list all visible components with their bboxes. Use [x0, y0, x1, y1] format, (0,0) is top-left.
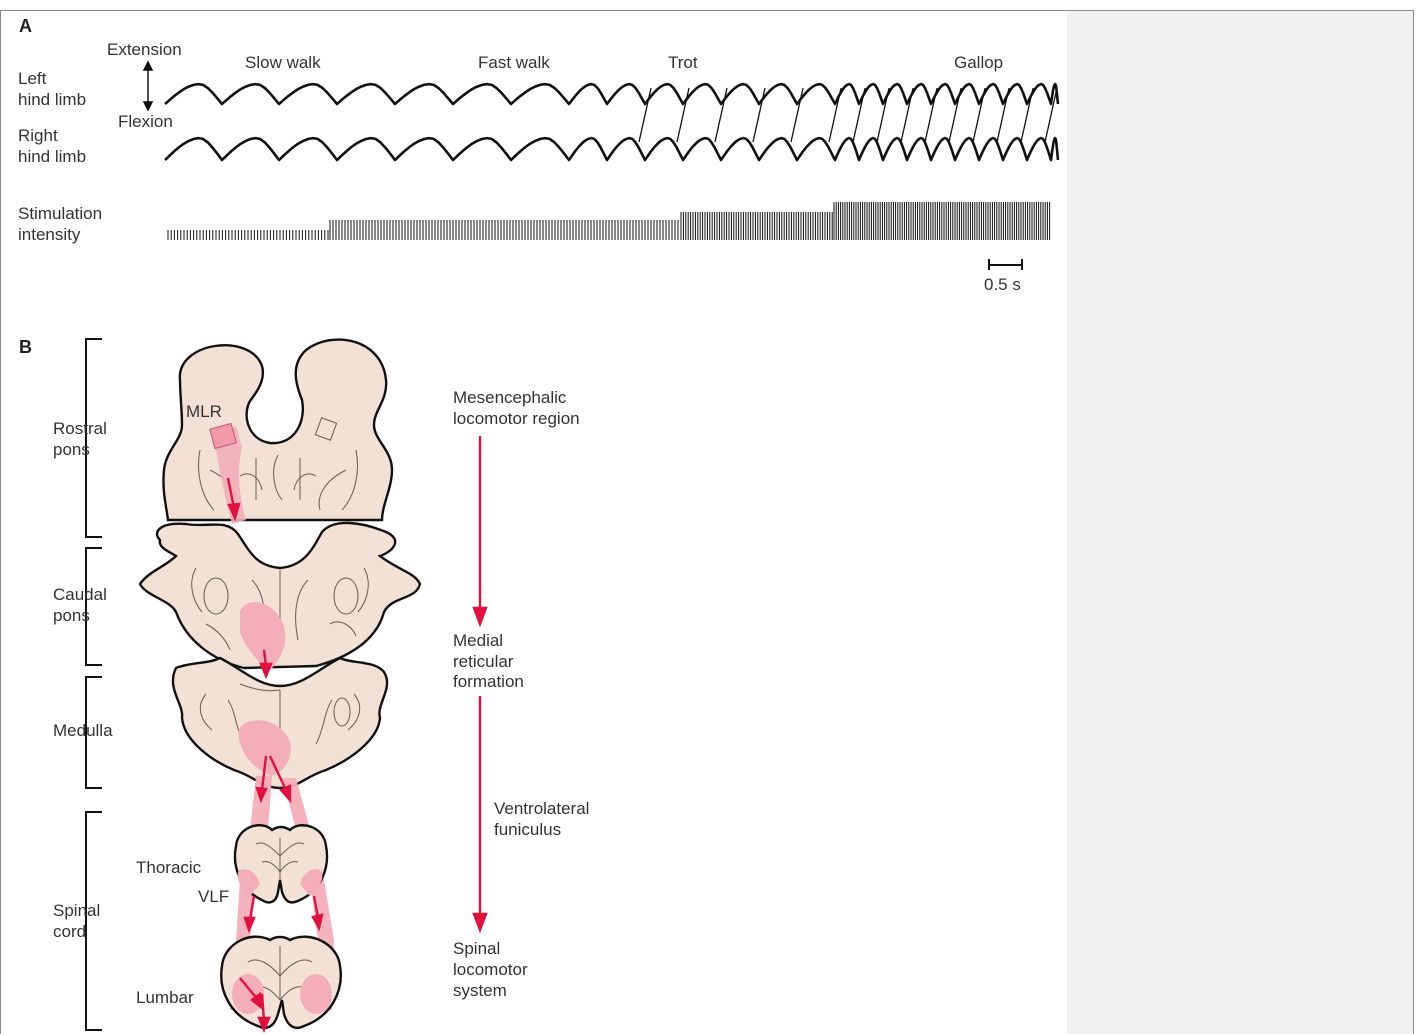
- rostral-pons-section: [163, 340, 392, 524]
- caudal-pons-label-line2: pons: [53, 605, 90, 626]
- right-limb-label-line2: hind limb: [18, 146, 86, 167]
- gait-fast-walk: Fast walk: [478, 52, 550, 73]
- gait-slow-walk: Slow walk: [245, 52, 321, 73]
- mlr-pathway-label-line2: locomotor region: [453, 408, 580, 429]
- right-limb-label-line1: Right: [18, 125, 58, 146]
- caudal-pons-label-line1: Caudal: [53, 584, 107, 605]
- scale-bar-label: 0.5 s: [984, 274, 1021, 295]
- phase-link-line: [925, 88, 937, 142]
- stimulation-label-line1: Stimulation: [18, 203, 102, 224]
- phase-link-line: [973, 88, 985, 142]
- lumbar-spinal-section: [221, 937, 341, 1028]
- phase-link-line: [949, 88, 961, 142]
- panel-b-letter: B: [19, 337, 32, 358]
- spinal-system-label-line1: Spinal: [453, 938, 500, 959]
- spinal-cord-label-line2: cord: [53, 921, 86, 942]
- extension-label: Extension: [107, 39, 182, 60]
- spinal-cord-label-line1: Spinal: [53, 900, 100, 921]
- flexion-label: Flexion: [118, 111, 173, 132]
- time-scale-bar: [989, 259, 1022, 270]
- spinal-system-label-line3: system: [453, 980, 507, 1001]
- mlr-pathway-label-line1: Mesencephalic: [453, 387, 566, 408]
- left-hind-limb-trace: [165, 84, 1058, 104]
- phase-link-line: [1021, 88, 1033, 142]
- gait-gallop: Gallop: [954, 52, 1003, 73]
- rostral-pons-label-line2: pons: [53, 439, 90, 460]
- interlimb-phase-links: [639, 88, 1057, 142]
- rostral-pons-label-line1: Rostral: [53, 418, 107, 439]
- right-hind-limb-trace: [165, 138, 1058, 160]
- phase-link-line: [853, 88, 865, 142]
- caudal-pons-section: [140, 523, 420, 672]
- stimulation-label-line2: intensity: [18, 224, 80, 245]
- reticular-label-line2: reticular: [453, 651, 513, 672]
- extension-flexion-arrow: [144, 62, 152, 110]
- vlf-label: VLF: [198, 886, 229, 907]
- medulla-section: [173, 658, 387, 788]
- mlr-label: MLR: [186, 401, 222, 422]
- left-limb-label-line1: Left: [18, 68, 46, 89]
- thoracic-spinal-section: [235, 825, 327, 902]
- gait-trot: Trot: [668, 52, 698, 73]
- left-limb-label-line2: hind limb: [18, 89, 86, 110]
- panel-a-letter: A: [19, 16, 32, 37]
- medulla-label: Medulla: [53, 720, 113, 741]
- funiculus-label-line2: funiculus: [494, 819, 561, 840]
- phase-link-line: [997, 88, 1009, 142]
- funiculus-label-line1: Ventrolateral: [494, 798, 589, 819]
- reticular-label-line1: Medial: [453, 630, 503, 651]
- thoracic-label: Thoracic: [136, 857, 201, 878]
- lumbar-label: Lumbar: [136, 987, 194, 1008]
- stimulation-intensity-trace: [168, 202, 1050, 240]
- reticular-label-line3: formation: [453, 671, 524, 692]
- phase-link-line: [901, 88, 913, 142]
- spinal-system-label-line2: locomotor: [453, 959, 528, 980]
- phase-link-line: [877, 88, 889, 142]
